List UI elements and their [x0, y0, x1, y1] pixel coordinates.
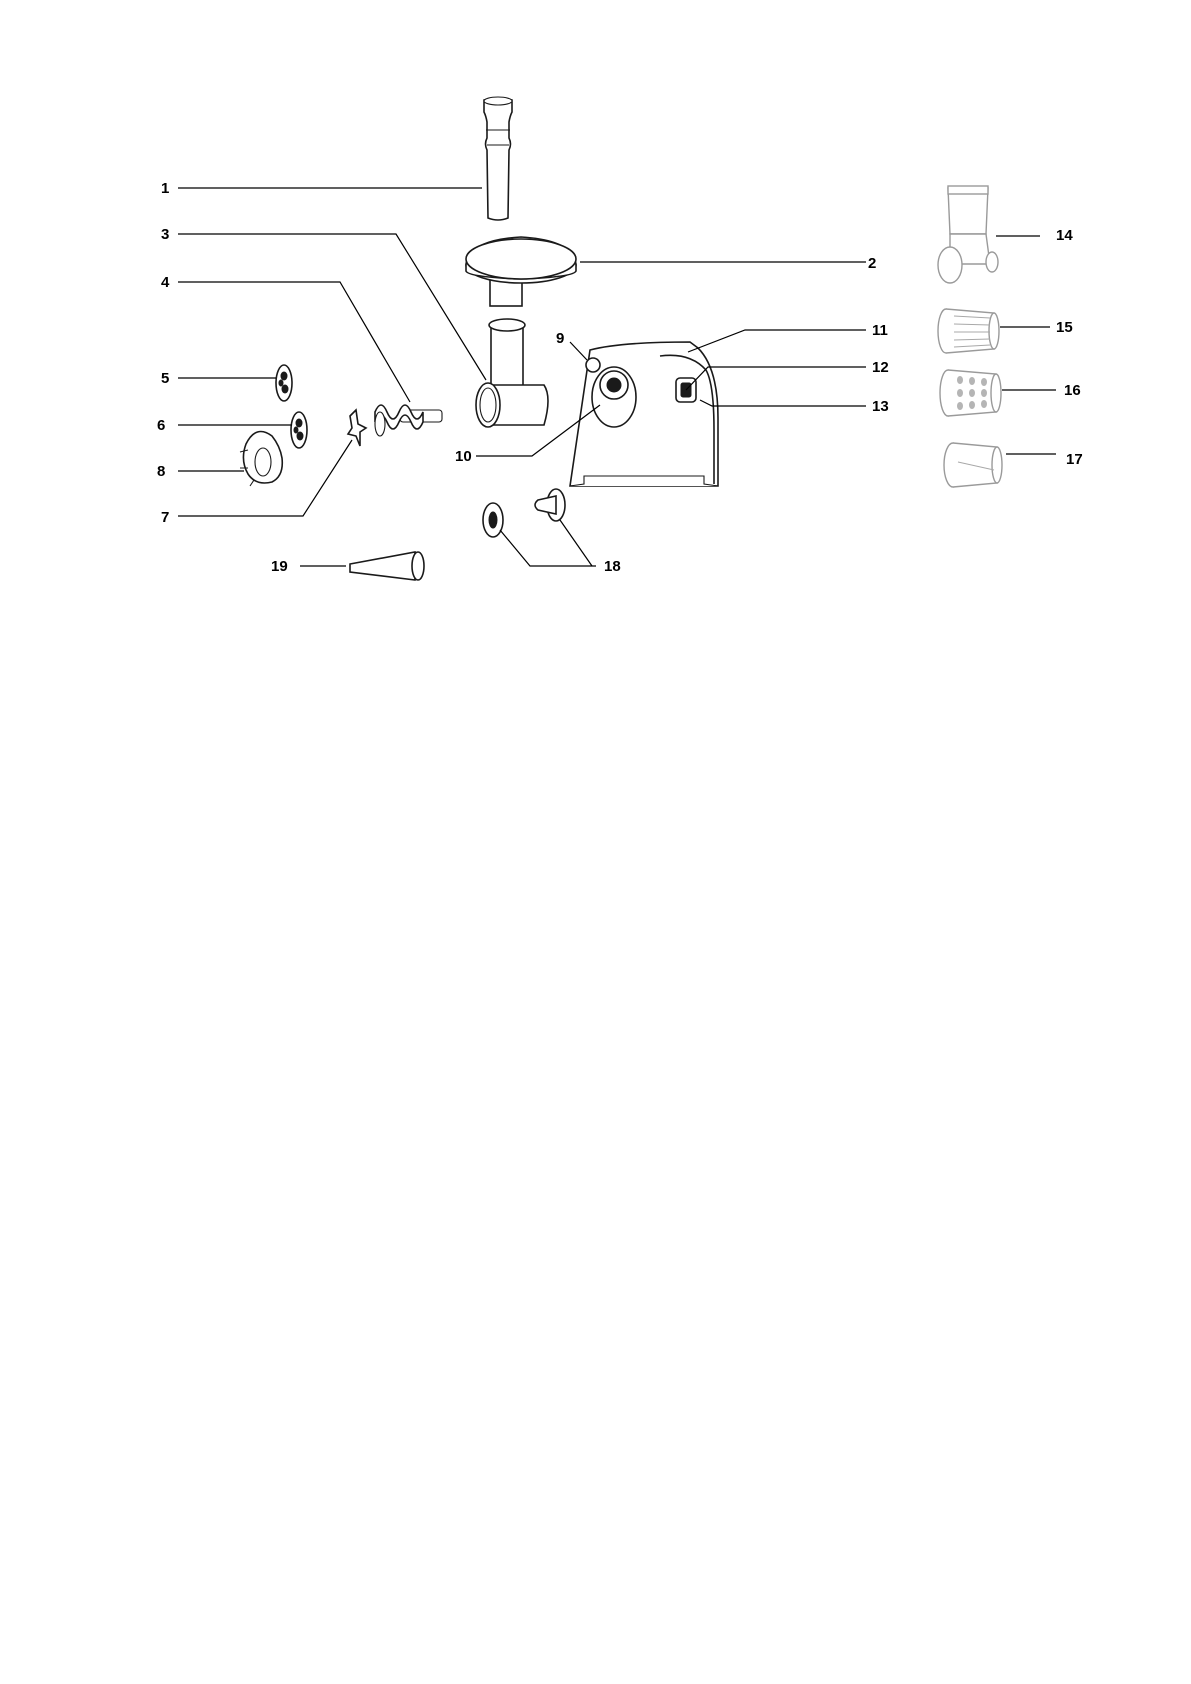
- callout-12: 12: [872, 359, 889, 376]
- part-6-cutting-plate: [291, 412, 307, 448]
- callout-3: 3: [161, 226, 169, 243]
- part-1-pusher: [484, 97, 512, 220]
- part-17-slicing-drum: [944, 443, 1002, 487]
- part-16-coarse-grater-drum: [940, 370, 1001, 416]
- part-18-sausage-adaptor: [483, 489, 565, 537]
- part-15-fine-grater-drum: [938, 309, 999, 353]
- callout-4: 4: [161, 274, 170, 291]
- callout-16: 16: [1064, 382, 1081, 399]
- part-4-auger: [375, 405, 442, 436]
- part-19-sausage-nozzle: [350, 552, 424, 580]
- motor-housing: [570, 342, 718, 486]
- part-2-tray: [466, 237, 576, 306]
- part-5-cutting-plate: [276, 365, 292, 401]
- callout-5: 5: [161, 370, 169, 387]
- callout-17: 17: [1066, 451, 1083, 468]
- callout-2: 2: [868, 255, 876, 272]
- part-8-ring-nut: [240, 432, 282, 487]
- callout-15: 15: [1056, 319, 1073, 336]
- callout-10: 10: [455, 448, 472, 465]
- callout-9: 9: [556, 330, 564, 347]
- part-14-slicer-housing: [938, 186, 998, 283]
- callout-13: 13: [872, 398, 889, 415]
- callout-19: 19: [271, 558, 288, 575]
- callout-18: 18: [604, 558, 621, 575]
- callout-8: 8: [157, 463, 165, 480]
- part-3-grinder-body: [476, 319, 548, 427]
- callout-14: 14: [1056, 227, 1073, 244]
- part-7-cutting-blade: [348, 410, 366, 446]
- callout-1: 1: [161, 180, 169, 197]
- callout-7: 7: [161, 509, 169, 526]
- callout-11: 11: [872, 322, 888, 339]
- callout-6: 6: [157, 417, 165, 434]
